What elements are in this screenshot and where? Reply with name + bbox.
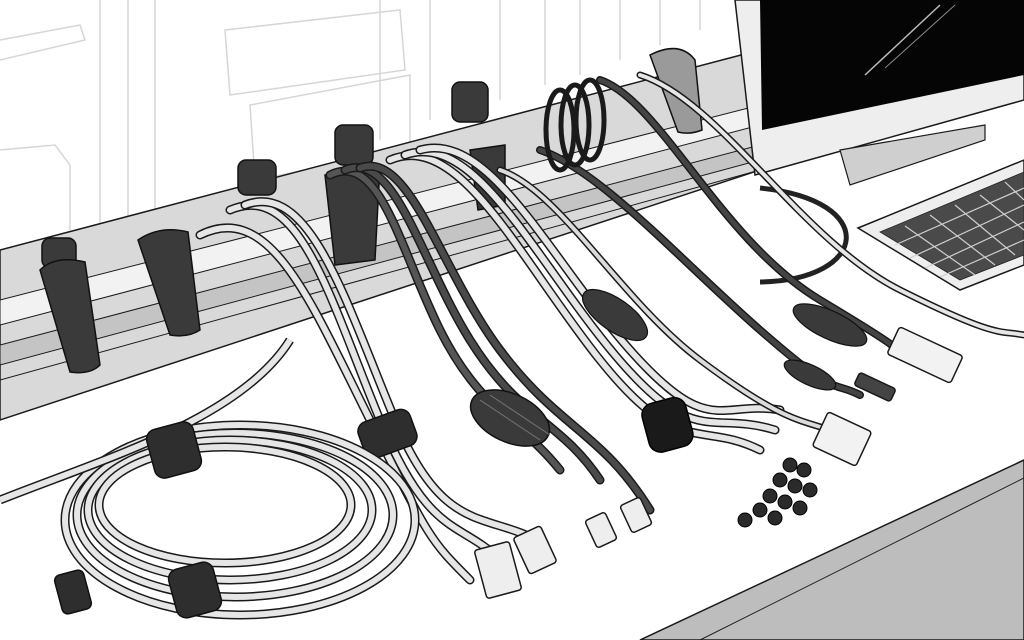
monitor [734,0,1024,186]
clip-icon [39,259,101,374]
desk-surface [0,270,1024,640]
monitor-cable [759,185,849,285]
monitor-stand [839,124,986,186]
rj45-connector [812,411,872,467]
keyboard [856,159,1024,291]
velcro-tie [641,396,694,453]
clip-icon [237,159,277,196]
velcro-tie [357,408,418,460]
spiral-sleeves [581,288,868,391]
pin-connector [619,496,653,534]
rail-cable-wrap [543,77,607,173]
clip-icon [137,229,201,337]
cable-ends-cluster [737,457,818,528]
cable-sleeve [469,389,551,447]
light-cable-bundle [195,197,550,585]
pin-connector [584,511,618,549]
clip-icon [451,81,489,123]
connectors [474,326,963,599]
usb-a-connector [887,326,963,384]
usb-connector [474,541,522,599]
velcro-tie [167,561,223,619]
pin-connector [513,525,557,575]
plug-connector [854,372,896,402]
clip-icon [334,124,374,166]
velcro-tie [145,421,203,479]
cable-end-cap [53,569,93,615]
